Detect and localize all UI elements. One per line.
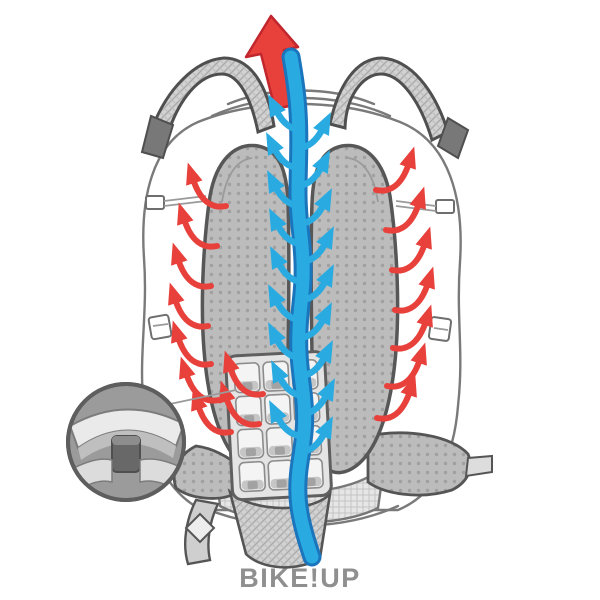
lumbar-block-notch <box>274 446 286 455</box>
inset-content <box>70 408 182 494</box>
airflow-branch-left <box>271 360 307 400</box>
heat-arrow-left <box>168 282 211 330</box>
airflow-branch-right <box>296 302 332 342</box>
airflow-branch-right <box>297 416 333 456</box>
pad-detail-inset <box>66 382 237 502</box>
slider-buckle-left <box>147 313 173 341</box>
heat-exit-arrow-shape <box>244 14 301 111</box>
shoulder-straps <box>140 56 470 160</box>
heat-arrow-right <box>389 226 432 274</box>
ladder-buckle-right <box>435 199 455 214</box>
strap-diamond-buckle <box>184 512 216 544</box>
shoulder-strap-left <box>148 56 276 142</box>
pad-right-rim <box>347 157 379 203</box>
airflow-branch-right <box>298 264 334 304</box>
airflow-branch-left <box>267 170 303 210</box>
slider-slot-left <box>152 323 169 327</box>
airflow-branch-left <box>269 208 305 248</box>
airflow-branch-left <box>268 322 304 362</box>
airflow-branches <box>266 94 335 456</box>
heat-arrow-left <box>223 350 266 398</box>
shoulder-strap-right-tip <box>436 116 470 160</box>
heat-arrow-left <box>191 388 234 436</box>
pad-left-rim <box>221 157 253 203</box>
airflow-branch-left <box>268 284 304 324</box>
lumbar-block-notch <box>305 477 316 487</box>
airflow-branch-right <box>295 112 331 152</box>
heat-arrow-left <box>171 242 214 290</box>
airflow-branch-right <box>294 150 330 190</box>
inset-circle-ring <box>66 382 186 502</box>
hipbelt-strap-right <box>464 454 493 478</box>
airflow-branch-left <box>269 400 305 440</box>
airflow-branch-left <box>268 94 304 134</box>
heat-arrows <box>168 146 435 436</box>
heat-arrow-left <box>186 162 229 210</box>
lumbar-block-notch <box>245 447 257 457</box>
lumbar-block-notch <box>276 479 287 488</box>
heat-arrow-left <box>219 380 262 428</box>
airflow-branch-right <box>298 226 334 266</box>
airflow-branch-right <box>297 340 333 380</box>
airflow-branch-left <box>270 246 306 286</box>
heat-arrow-right <box>374 374 417 422</box>
airflow-branch-right <box>296 188 332 228</box>
inset-slot-highlight <box>112 436 140 445</box>
heat-arrow-right <box>373 146 416 194</box>
airflow-branch-left <box>266 132 302 172</box>
airflow-branch-right <box>299 378 335 418</box>
slider-slot-right <box>433 327 449 331</box>
inset-leader-line <box>169 389 237 405</box>
ladder-buckle-left <box>145 195 165 210</box>
heat-arrow-left <box>177 202 220 250</box>
brand-logo: BIKE!UP <box>239 563 361 593</box>
hipbelt-wing-right <box>366 431 472 497</box>
heat-arrow-right <box>392 266 435 314</box>
shoulder-strap-left-tip <box>140 114 175 160</box>
inset-block-top-shade <box>78 430 176 460</box>
heat-arrow-right <box>383 186 426 234</box>
lumbar-block-notch <box>247 480 258 490</box>
heat-exit-arrow <box>244 14 301 111</box>
